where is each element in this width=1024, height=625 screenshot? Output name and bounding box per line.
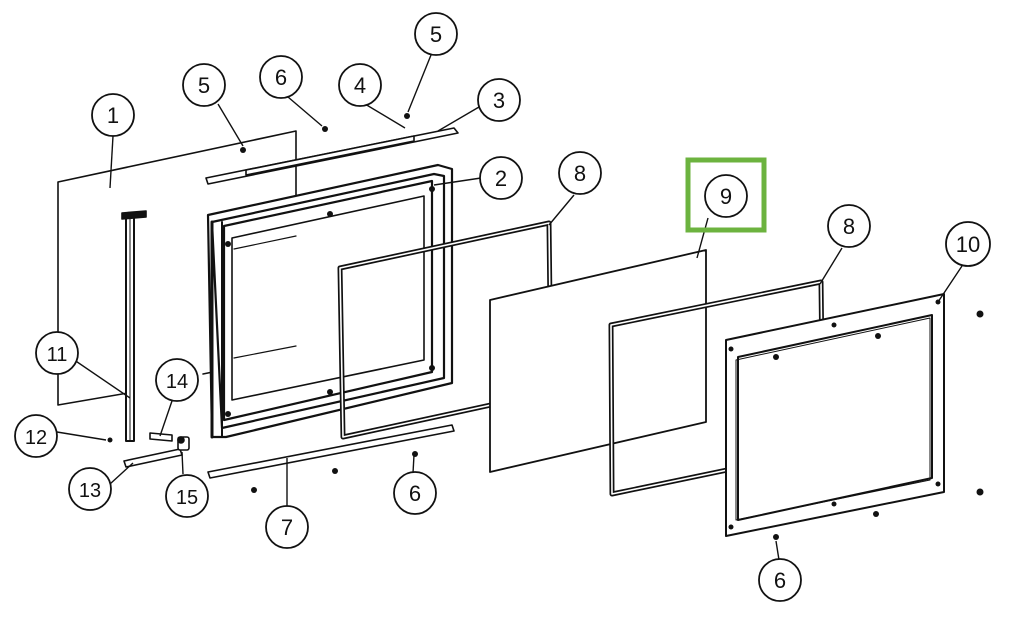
part-frame: [206, 163, 454, 439]
svg-text:10: 10: [956, 232, 980, 257]
svg-text:11: 11: [47, 344, 68, 366]
svg-text:9: 9: [720, 184, 732, 209]
callout-2: 2: [479, 156, 523, 200]
svg-text:8: 8: [574, 161, 586, 186]
svg-text:7: 7: [281, 515, 293, 540]
callout-3: 3: [477, 78, 521, 122]
callout-8-right: 8: [827, 204, 871, 248]
highlight-box: [685, 157, 767, 233]
svg-text:1: 1: [107, 103, 119, 128]
svg-text:12: 12: [25, 427, 47, 449]
part-top-strip-inner: [245, 135, 415, 176]
svg-text:5: 5: [430, 22, 442, 47]
svg-text:15: 15: [176, 487, 198, 509]
svg-text:8: 8: [843, 214, 855, 239]
part-front-frame: [725, 293, 945, 537]
svg-text:6: 6: [409, 481, 421, 506]
part-small-hardware: [123, 432, 190, 468]
part-glass-pane: [489, 249, 707, 473]
svg-text:13: 13: [79, 480, 101, 502]
callout-5-right: 5: [414, 12, 458, 56]
svg-text:3: 3: [493, 88, 505, 113]
svg-text:6: 6: [275, 65, 287, 90]
callout-1: 1: [91, 93, 135, 137]
svg-text:6: 6: [774, 568, 786, 593]
leader-lines: [56, 54, 963, 561]
screws: [107, 113, 984, 540]
callout-12: 12: [14, 414, 58, 458]
callout-7: 7: [265, 505, 309, 549]
svg-text:5: 5: [198, 73, 210, 98]
part-rod: [121, 210, 147, 442]
callout-5-left: 5: [182, 63, 226, 107]
callout-4: 4: [338, 63, 382, 107]
callout-13: 13: [68, 467, 112, 511]
callout-9: 9: [704, 174, 748, 218]
svg-text:2: 2: [495, 166, 507, 191]
part-bottom-strip: [207, 424, 455, 479]
callout-14: 14: [155, 358, 199, 402]
callouts: 1 5 6 4 5 3 2 8 9 8 10 11 14 12 13 15 7 …: [14, 12, 991, 602]
callout-15: 15: [165, 474, 209, 518]
callout-8-left: 8: [558, 151, 602, 195]
callout-6-top: 6: [259, 55, 303, 99]
callout-6-bottom: 6: [393, 471, 437, 515]
callout-11: 11: [35, 331, 79, 375]
callout-10: 10: [945, 221, 991, 267]
svg-text:14: 14: [166, 371, 188, 393]
svg-text:4: 4: [354, 73, 366, 98]
callout-6-right: 6: [758, 558, 802, 602]
